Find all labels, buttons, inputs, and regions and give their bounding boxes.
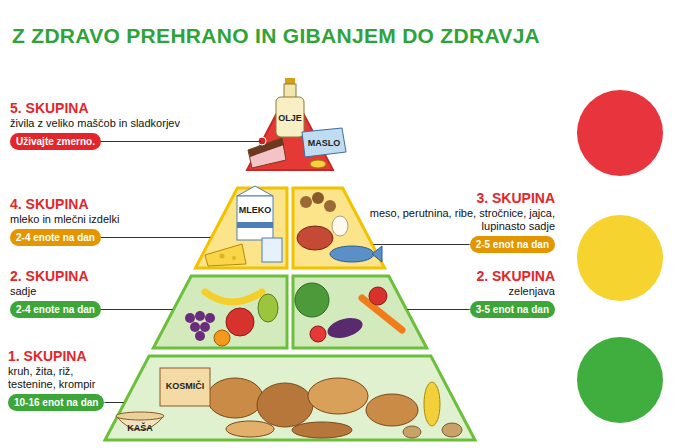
package-label: MASLO <box>308 138 341 148</box>
food-group-callout: 2. SKUPINAzelenjava 3-5 enot na dan <box>470 268 555 318</box>
nut <box>312 192 324 204</box>
group-description: zelenjava <box>470 285 555 298</box>
pyramid-dairy <box>195 188 287 268</box>
serving-badge: 10-16 enot na dan <box>8 394 104 411</box>
poster-title: Z ZDRAVO PREHRANO IN GIBANJEM DO ZDRAVJA <box>12 24 540 48</box>
nut <box>300 196 312 208</box>
banana <box>205 292 262 302</box>
group-heading: 4. SKUPINA <box>10 196 119 212</box>
serving-badge: 3-5 enot na dan <box>470 301 555 318</box>
potato <box>403 426 421 438</box>
orange <box>214 330 230 346</box>
package-label: OLJE <box>278 113 302 123</box>
bowl-rim <box>116 412 164 420</box>
eggplant <box>325 315 364 342</box>
bread-loaf <box>257 383 313 427</box>
meat <box>297 226 333 250</box>
candy <box>310 160 326 168</box>
group-description: mleko in mlečni izdelki <box>10 213 119 226</box>
pyramid-fruit <box>153 276 287 348</box>
grape <box>195 331 205 341</box>
egg <box>332 216 348 236</box>
grape <box>185 313 195 323</box>
pepper <box>369 287 387 305</box>
bread-loaf <box>308 378 368 414</box>
cake-icing <box>248 138 284 157</box>
serving-badge: 2-4 enote na dan <box>10 229 101 246</box>
cabbage <box>295 283 329 317</box>
pyramid-protein <box>293 188 385 268</box>
cheese-hole <box>220 254 225 259</box>
traffic-light-red <box>577 90 663 176</box>
group-description: sadje <box>10 285 101 298</box>
package-label: KAŠA <box>127 423 153 433</box>
serving-badge: 2-5 enot na dan <box>470 236 555 253</box>
pyramid-grains <box>105 356 475 440</box>
fish-tail <box>372 246 382 262</box>
corn <box>424 382 440 426</box>
group-heading: 1. SKUPINA <box>8 348 120 364</box>
food-group-callout: 2. SKUPINAsadje 2-4 enote na dan <box>10 268 101 318</box>
group-description: kruh, žita, riž, testenine, krompir <box>8 365 120 391</box>
bread-loaf <box>366 394 418 426</box>
grape <box>200 322 210 332</box>
group-heading: 3. SKUPINA <box>360 190 555 206</box>
potato <box>442 423 462 437</box>
cheese <box>205 244 246 266</box>
cheese-hole <box>232 256 236 260</box>
cereal-box <box>160 368 210 406</box>
grape <box>205 313 215 323</box>
leader-line <box>373 244 469 245</box>
carton-stripe <box>237 222 273 228</box>
cake-slice <box>248 138 286 168</box>
package-label: MLEKO <box>239 205 272 215</box>
pyramid-vegetables <box>293 276 427 348</box>
milk-carton <box>237 196 273 240</box>
bread-loaf <box>207 378 263 418</box>
group-heading: 5. SKUPINA <box>10 100 180 116</box>
pear <box>258 294 278 322</box>
leader-line <box>104 402 123 403</box>
group-description: živila z veliko maščob in sladkorjev <box>10 117 180 130</box>
group-heading: 2. SKUPINA <box>470 268 555 284</box>
baguette <box>292 422 352 438</box>
package-label: KOSMIČI <box>166 381 205 391</box>
food-group-callout: 1. SKUPINAkruh, žita, riž, testenine, kr… <box>8 348 120 411</box>
baguette <box>226 421 274 437</box>
apple <box>226 308 254 336</box>
bottle-neck <box>284 84 296 98</box>
carton-top <box>237 186 273 196</box>
food-group-callout: 4. SKUPINAmleko in mlečni izdelki 2-4 eno… <box>10 196 119 246</box>
group-description: meso, perutnina, ribe, stročnice, jajca,… <box>360 207 555 233</box>
leader-line <box>101 309 173 310</box>
grape <box>190 322 200 332</box>
leader-line <box>407 309 469 310</box>
serving-badge: Uživajte zmerno. <box>10 133 101 150</box>
food-group-callout: 5. SKUPINAživila z veliko maščob in slad… <box>10 100 180 150</box>
group-heading: 2. SKUPINA <box>10 268 101 284</box>
leader-line <box>101 237 211 238</box>
pyramid-top <box>247 88 333 170</box>
tomato <box>310 326 326 342</box>
fish <box>330 246 374 262</box>
nut <box>324 200 336 212</box>
traffic-light-yellow <box>577 215 663 301</box>
butter-box <box>302 128 346 157</box>
yogurt-cup <box>262 238 282 262</box>
traffic-light-green <box>577 337 663 423</box>
oil-bottle <box>276 97 304 137</box>
food-group-callout: 3. SKUPINAmeso, perutnina, ribe, stročni… <box>360 190 555 253</box>
grape <box>195 311 205 321</box>
serving-badge: 2-4 enote na dan <box>10 301 101 318</box>
leader-line <box>101 141 261 142</box>
